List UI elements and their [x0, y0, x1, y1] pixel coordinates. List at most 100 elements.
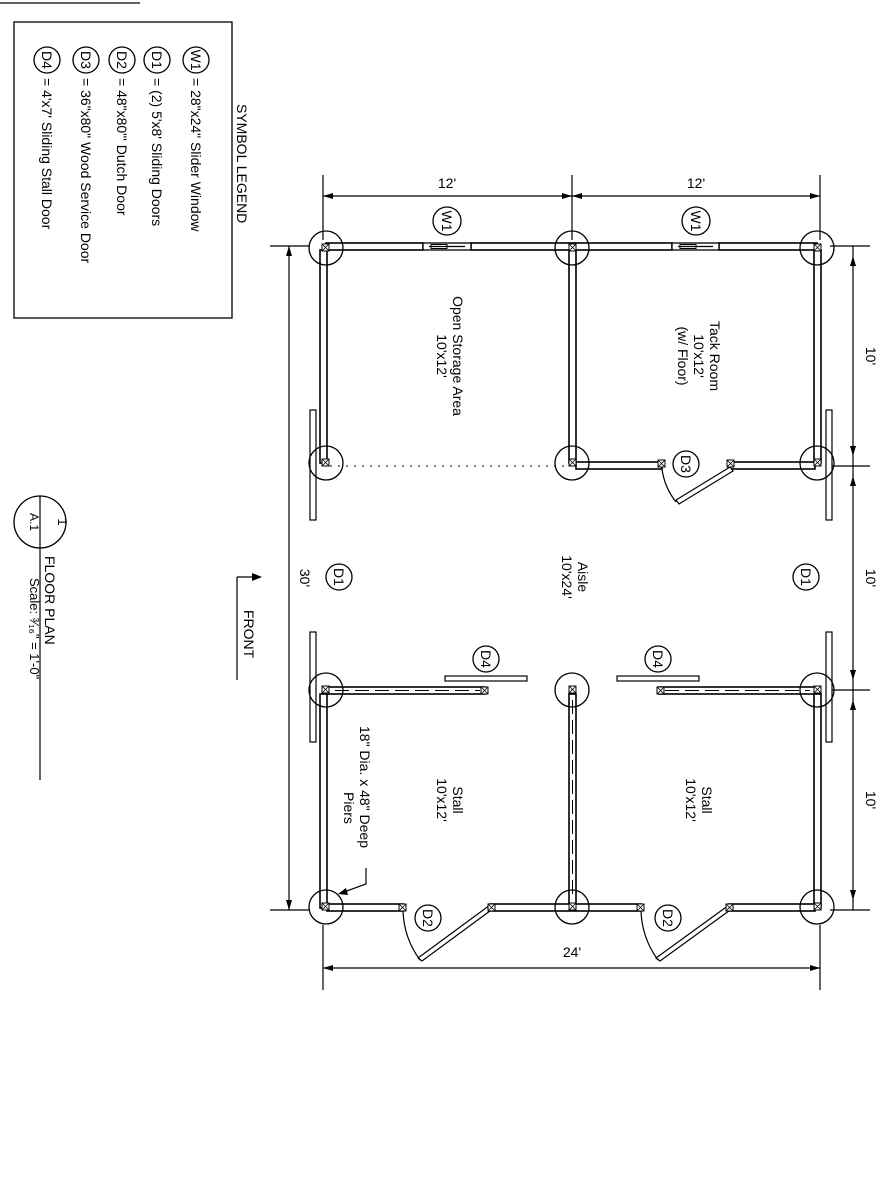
plan-tags: W1 W1 D1 D1 D3 D4 D4 D2 [325, 206, 820, 932]
legend-item-d3: D3 = 36"x80" Wood Service Door [72, 46, 100, 264]
dim-right-2: 10' [863, 569, 879, 587]
room-stall-left: Stall 10'x12' [434, 778, 466, 822]
legend-frame [13, 21, 233, 319]
pier-icon [308, 445, 344, 481]
tag-d2-left: D2 [414, 904, 442, 932]
dim-right-3: 10' [863, 791, 879, 809]
room-tack: Tack Room 10'x12' (w/ Floor) [675, 321, 723, 391]
tag-w1-left: W1 [432, 206, 462, 236]
tag-circle-icon [654, 904, 682, 932]
legend-text-d4: = 4'x7' Sliding Stall Door [39, 78, 55, 230]
legend-text-d1: = (2) 5'x8' Sliding Doors [149, 78, 165, 226]
pier-icon [554, 672, 590, 708]
room-stall-left-size: 10'x12' [434, 778, 450, 822]
tag-circle-icon [143, 46, 171, 74]
pier-icon [799, 672, 835, 708]
pier-icon [554, 889, 590, 925]
room-tack-note: (w/ Floor) [675, 326, 691, 385]
room-tack-size: 10'x12' [691, 334, 707, 378]
pier-icon [308, 230, 344, 266]
pier-callout: 18" Dia. x 48" Deep Piers [338, 726, 373, 895]
room-stall-right: Stall 10'x12' [683, 778, 715, 822]
tag-d4-right-label: D4 [650, 650, 666, 668]
service-door-d3 [661, 466, 734, 505]
tag-d3: D3 [672, 450, 700, 478]
tag-d4-left-label: D4 [478, 650, 494, 668]
tag-d2-right-label: D2 [660, 909, 676, 927]
tag-w1-right: W1 [681, 206, 711, 236]
tag-d4-right: D4 [644, 645, 672, 673]
pier-icon [554, 230, 590, 266]
room-tack-name: Tack Room [707, 321, 723, 391]
sliding-door-d1-left-upper [309, 409, 317, 521]
room-stall-right-name: Stall [699, 786, 715, 813]
dutch-door-d2-right [640, 904, 735, 962]
tag-circle-icon [432, 206, 462, 236]
drawing-number: 1 [55, 518, 70, 525]
dim-right-1: 10' [863, 347, 879, 365]
room-stall-right-size: 10'x12' [683, 778, 699, 822]
pier-icon [308, 672, 344, 708]
pier-icon [799, 889, 835, 925]
sliding-door-d1-right-lower [825, 631, 833, 743]
sliding-door-d1-left-lower [309, 631, 317, 743]
room-storage-name: Open Storage Area [450, 296, 466, 416]
tag-circle-icon [644, 645, 672, 673]
sheet-number: A.1 [27, 513, 41, 531]
tag-d3-label: D3 [678, 455, 694, 473]
tag-circle-icon [33, 46, 61, 74]
room-storage: Open Storage Area 10'x12' [434, 296, 466, 416]
tag-d2-right: D2 [654, 904, 682, 932]
legend-tag-d4: D4 [39, 51, 55, 69]
pier-icon [799, 445, 835, 481]
pier-icon [554, 445, 590, 481]
tag-d1-right-label: D1 [798, 568, 814, 586]
drawing-title: FLOOR PLAN [42, 556, 58, 645]
doors [309, 409, 833, 962]
room-aisle-name: Aisle [575, 562, 591, 593]
dim-bottom-overall: 24' [563, 944, 581, 960]
front-arrow-icon [252, 573, 262, 581]
leader-arrow-icon [338, 888, 348, 895]
dim-top-right: 12' [687, 175, 705, 191]
dim-left-overall: 30' [297, 569, 313, 587]
dimensions: 12' 12' 10' 10' 10' 30' 24' [270, 175, 879, 990]
room-storage-size: 10'x12' [434, 334, 450, 378]
sliding-stall-door-d4-left [444, 675, 528, 682]
tag-circle-icon [325, 563, 353, 591]
legend-text-w1: = 28"x24" Slider Window [188, 78, 204, 232]
legend-tag-d1: D1 [149, 51, 165, 69]
legend-item-d2: D2 = 48"x80"' Dutch Door [108, 46, 136, 216]
tag-d4-left: D4 [472, 645, 500, 673]
tag-circle-icon [414, 904, 442, 932]
drawing-title-block: 1 A.1 FLOOR PLAN Scale: ³⁄₁₆" = 1'-0" [13, 495, 70, 780]
windows [422, 242, 720, 251]
sliding-door-d1-right-upper [825, 409, 833, 521]
legend-title: SYMBOL LEGEND [234, 104, 250, 223]
legend-item-d1: D1 = (2) 5'x8' Sliding Doors [143, 46, 171, 226]
tag-circle-icon [72, 46, 100, 74]
tag-circle-icon [108, 46, 136, 74]
legend-tag-d2: D2 [114, 51, 130, 69]
legend-tag-w1: W1 [188, 50, 204, 71]
tag-d1-left: D1 [325, 563, 353, 591]
front-label: FRONT [241, 610, 257, 659]
tag-circle-icon [182, 46, 210, 74]
tag-d1-right: D1 [792, 563, 820, 591]
pier-note-line1: 18" Dia. x 48" Deep [357, 726, 373, 848]
legend-text-d3: = 36"x80" Wood Service Door [78, 78, 94, 264]
room-labels: Tack Room 10'x12' (w/ Floor) Open Storag… [434, 296, 723, 822]
symbol-legend: SYMBOL LEGEND W1 = 28"x24" Slider Window… [13, 21, 250, 319]
sliding-stall-door-d4-right [616, 675, 700, 682]
room-aisle: Aisle 10'x24' [559, 555, 591, 599]
pier-icon [799, 230, 835, 266]
tag-circle-icon [681, 206, 711, 236]
tag-circle-icon [472, 645, 500, 673]
legend-item-w1: W1 = 28"x24" Slider Window [182, 46, 210, 232]
tag-circle-icon [792, 563, 820, 591]
tag-d2-left-label: D2 [420, 909, 436, 927]
pier-note-line2: Piers [341, 792, 357, 824]
tag-d1-left-label: D1 [331, 568, 347, 586]
room-aisle-size: 10'x24' [559, 555, 575, 599]
dim-top-left: 12' [438, 175, 456, 191]
